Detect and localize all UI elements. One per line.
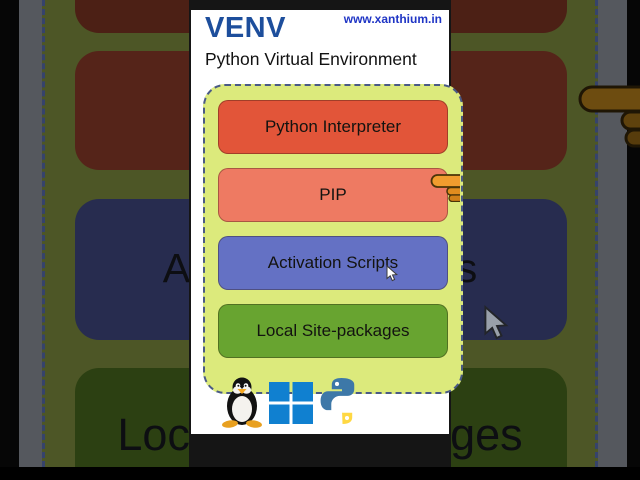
mouse-cursor-dimmed xyxy=(483,305,509,346)
content-panel: www.xanthium.in VENV Python Virtual Envi… xyxy=(191,10,463,434)
video-frame: www.xanthium.in VENV Python Virtual Envi… xyxy=(189,0,463,467)
windows-icon xyxy=(269,382,313,429)
component-local-site-packages: Local Site-packages xyxy=(218,304,448,358)
mouse-cursor xyxy=(386,264,399,287)
hand-pointer-icon-dimmed xyxy=(578,84,640,154)
linux-tux-icon xyxy=(220,376,264,433)
component-activation-scripts: Activation Scripts xyxy=(218,236,448,290)
hand-pointer-icon xyxy=(430,171,460,202)
website-link[interactable]: www.xanthium.in xyxy=(343,12,442,26)
page-subtitle: Python Virtual Environment xyxy=(205,49,417,69)
component-python-interpreter: Python Interpreter xyxy=(218,100,448,154)
page-title: VENV xyxy=(205,12,286,44)
component-pip: PIP xyxy=(218,168,448,222)
bottom-black-band xyxy=(0,467,640,480)
venv-container: Python Interpreter PIP Activation Script… xyxy=(203,84,463,394)
python-icon xyxy=(318,376,366,431)
